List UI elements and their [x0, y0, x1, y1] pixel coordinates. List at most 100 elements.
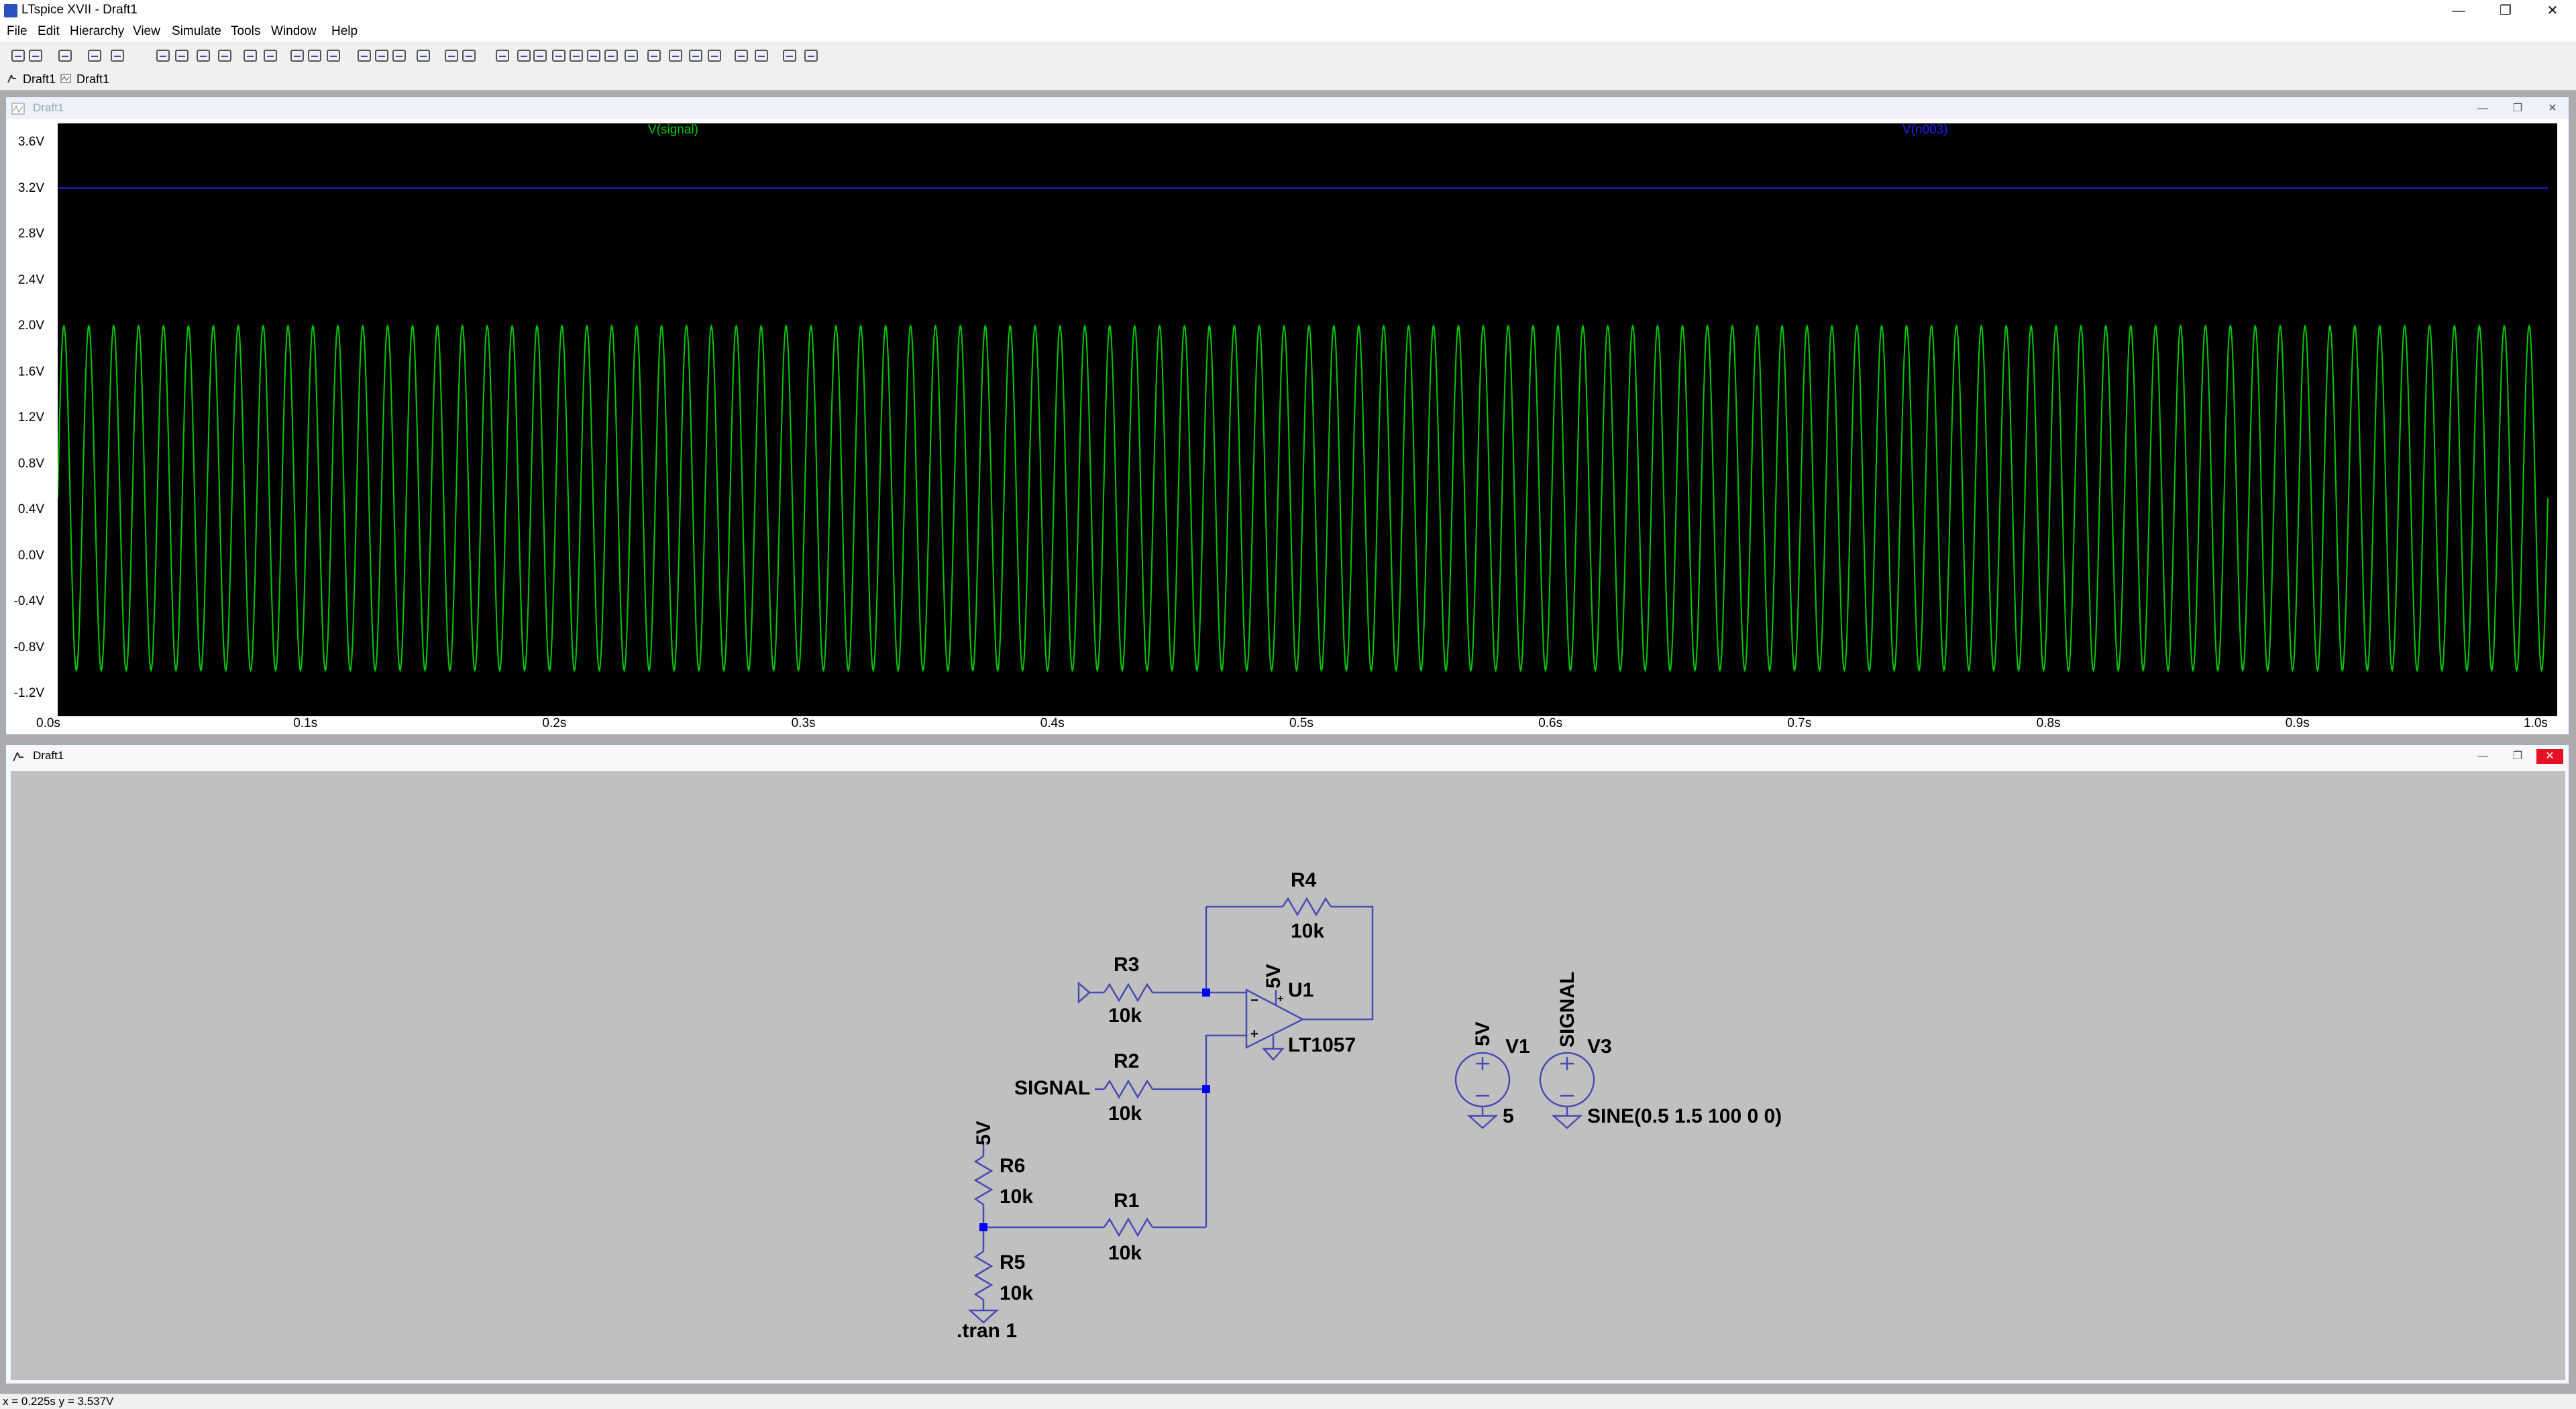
schematic-restore-button[interactable]: ❐ [2512, 750, 2523, 762]
x-tick-label: 0.9s [2285, 716, 2310, 730]
r5-value[interactable]: 10k [1000, 1282, 1034, 1304]
inductor-icon[interactable] [585, 47, 602, 64]
tile-vertical-icon[interactable] [306, 47, 323, 64]
r6-net-label[interactable]: 5V [973, 1121, 995, 1145]
plot-minimize-button[interactable]: — [2477, 103, 2488, 114]
y-tick-label: -0.4V [13, 594, 44, 608]
trace-label-vsignal[interactable]: V(signal) [648, 123, 698, 137]
v3-value[interactable]: SINE(0.5 1.5 100 0 0) [1587, 1105, 1782, 1127]
tran-directive[interactable]: .tran 1 [957, 1320, 1018, 1342]
v3-net-label[interactable]: SIGNAL [1556, 971, 1578, 1048]
zoom-pan-icon[interactable] [173, 47, 191, 64]
u1-name[interactable]: U1 [1288, 979, 1314, 1001]
ground-icon[interactable] [515, 47, 533, 64]
print-icon[interactable] [443, 47, 460, 64]
save-icon[interactable] [56, 47, 74, 64]
plot-close-button[interactable]: ✕ [2548, 103, 2557, 114]
text-icon[interactable] [781, 47, 798, 64]
r1-value[interactable]: 10k [1108, 1242, 1142, 1264]
signal-net-label[interactable]: SIGNAL [1014, 1077, 1091, 1099]
cut-plot-icon[interactable] [262, 47, 279, 64]
copy-icon[interactable] [373, 47, 390, 64]
v1-name[interactable]: V1 [1505, 1035, 1530, 1058]
spice-directive-icon[interactable] [802, 47, 820, 64]
y-tick-label: 0.4V [17, 502, 44, 516]
menu-help[interactable]: Help [331, 24, 358, 38]
redo-icon[interactable] [706, 47, 723, 64]
r4-value[interactable]: 10k [1291, 920, 1325, 942]
label-net-icon[interactable] [531, 47, 549, 64]
open-icon[interactable] [27, 47, 44, 64]
r4-name[interactable]: R4 [1291, 869, 1317, 891]
rotate-icon[interactable] [733, 47, 750, 64]
menu-file[interactable]: File [7, 24, 28, 38]
v1-value[interactable]: 5 [1503, 1105, 1514, 1127]
x-tick-label: 0.2s [542, 716, 567, 730]
r2-value[interactable]: 10k [1108, 1103, 1142, 1125]
paste-icon[interactable] [390, 47, 408, 64]
tab-draft1-waveform[interactable]: Draft1 [56, 70, 109, 89]
zoom-in-icon[interactable] [154, 47, 172, 64]
menu-tools[interactable]: Tools [231, 24, 261, 38]
window-title: LTspice XVII - Draft1 [21, 3, 138, 17]
run-icon[interactable] [109, 47, 126, 64]
new-schematic-icon[interactable] [9, 47, 27, 64]
component-icon[interactable] [623, 47, 640, 64]
r6-name[interactable]: R6 [1000, 1155, 1026, 1177]
schematic-close-button[interactable]: ✕ [2536, 749, 2563, 764]
menu-simulate[interactable]: Simulate [172, 24, 221, 38]
menu-hierarchy[interactable]: Hierarchy [70, 24, 125, 38]
title-bar: LTspice XVII - Draft1 — ❐ ✕ [0, 0, 2576, 21]
trace-v-signal[interactable] [57, 324, 2548, 673]
zoom-out-icon[interactable] [195, 47, 212, 64]
draw-wire-icon[interactable] [494, 47, 511, 64]
v3-name[interactable]: V3 [1587, 1035, 1612, 1058]
diode-icon[interactable] [602, 47, 620, 64]
u1-model[interactable]: LT1057 [1288, 1034, 1356, 1056]
cascade-icon[interactable] [325, 47, 342, 64]
move-icon[interactable] [645, 47, 663, 64]
r3-value[interactable]: 10k [1108, 1005, 1142, 1027]
control-panel-icon[interactable] [86, 47, 103, 64]
minimize-button[interactable]: — [2452, 3, 2465, 18]
y-tick-label: 2.8V [17, 227, 44, 241]
resistor-icon[interactable] [550, 47, 568, 64]
undo-icon[interactable] [687, 47, 704, 64]
r3-name[interactable]: R3 [1114, 954, 1140, 976]
zoom-fit-icon[interactable] [216, 47, 233, 64]
r2-name[interactable]: R2 [1114, 1050, 1140, 1072]
tile-horizontal-icon[interactable] [288, 47, 306, 64]
waveform-window-titlebar: Draft1 — ❐ ✕ [6, 97, 2569, 119]
tab-draft1-schematic[interactable]: Draft1 [3, 70, 56, 89]
v1-net-label[interactable]: 5V [1472, 1021, 1494, 1046]
y-tick-label: 3.2V [17, 180, 44, 195]
plot-area[interactable] [57, 123, 2557, 716]
close-button[interactable]: ✕ [2546, 3, 2559, 18]
capacitor-icon[interactable] [568, 47, 585, 64]
y-tick-label: 1.6V [17, 364, 44, 379]
find-icon[interactable] [415, 47, 432, 64]
y-tick-label: 0.0V [17, 548, 44, 563]
menu-edit[interactable]: Edit [38, 24, 60, 38]
waveform-plot[interactable] [57, 123, 2557, 716]
schematic-canvas[interactable] [11, 771, 2565, 1380]
schematic-minimize-button[interactable]: — [2477, 750, 2488, 762]
mirror-icon[interactable] [753, 47, 770, 64]
autorange-icon[interactable] [241, 47, 259, 64]
menu-view[interactable]: View [133, 24, 160, 38]
y-tick-label: 2.0V [17, 319, 44, 333]
print-setup-icon[interactable] [460, 47, 478, 64]
drag-icon[interactable] [667, 47, 684, 64]
schematic-icon [13, 752, 23, 762]
restore-button[interactable]: ❐ [2500, 3, 2512, 18]
u1-supply-label[interactable]: 5V [1263, 964, 1285, 989]
trace-label-vn003[interactable]: V(n003) [1902, 123, 1948, 137]
plot-restore-button[interactable]: ❐ [2512, 103, 2523, 114]
r5-name[interactable]: R5 [1000, 1251, 1026, 1274]
schematic-icon [7, 74, 16, 83]
cut-icon[interactable] [356, 47, 373, 64]
waveform-window-title: Draft1 [33, 101, 64, 114]
menu-window[interactable]: Window [271, 24, 317, 38]
r6-value[interactable]: 10k [1000, 1186, 1034, 1208]
r1-name[interactable]: R1 [1114, 1190, 1140, 1212]
